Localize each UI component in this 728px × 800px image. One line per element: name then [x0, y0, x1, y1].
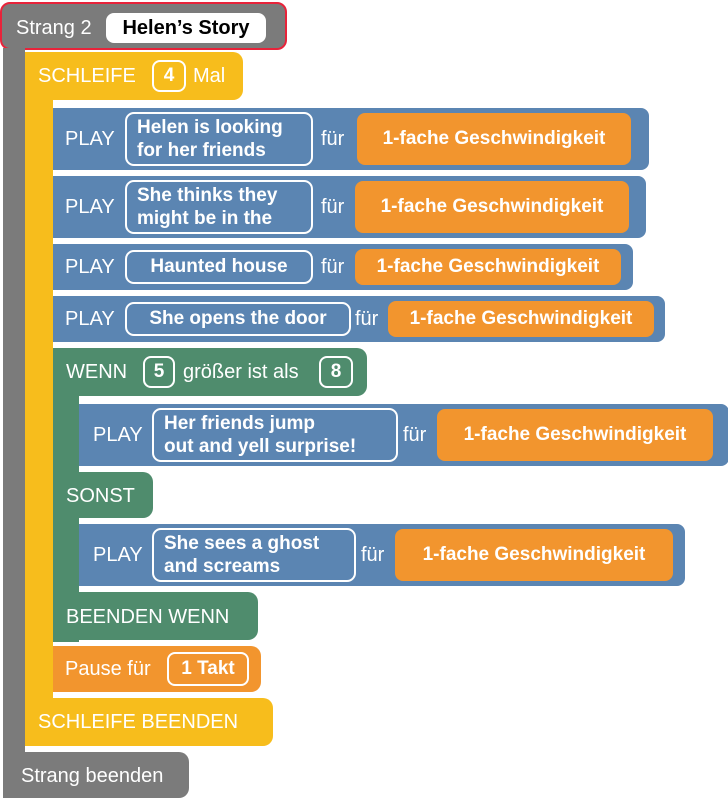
if-label: WENN: [66, 361, 128, 383]
loop-body-bar: [25, 98, 53, 702]
loop-end-label: SCHLEIFE BEENDEN: [38, 711, 239, 733]
phrase-line-1: Helen is looking: [137, 117, 283, 138]
for-label: für: [321, 196, 345, 218]
end-if-block[interactable]: BEENDEN WENN: [53, 592, 258, 640]
for-label: für: [361, 544, 385, 566]
play-label: PLAY: [93, 424, 143, 446]
strand-body-bar: [3, 48, 25, 756]
loop-end-block[interactable]: SCHLEIFE BEENDEN: [25, 698, 273, 746]
if-right-value-field[interactable]: 8: [319, 356, 353, 388]
if-left-value-field[interactable]: 5: [143, 356, 175, 388]
play-block[interactable]: PLAY She opens the door für 1-fache Gesc…: [53, 296, 665, 342]
speed-dropdown[interactable]: 1-fache Geschwindigkeit: [388, 301, 654, 337]
play-block[interactable]: PLAY Haunted house für 1-fache Geschwind…: [53, 244, 633, 290]
loop-block[interactable]: SCHLEIFE 4 Mal: [25, 52, 243, 100]
loop-label: SCHLEIFE: [38, 65, 136, 87]
speed-dropdown[interactable]: 1-fache Geschwindigkeit: [395, 529, 673, 581]
strand-name-field[interactable]: Helen’s Story: [106, 13, 266, 43]
loop-unit-label: Mal: [193, 65, 226, 87]
phrase-line-2: and screams: [164, 556, 281, 577]
speed-dropdown[interactable]: 1-fache Geschwindigkeit: [437, 409, 713, 461]
phrase-line-2: out and yell surprise!: [164, 436, 357, 457]
pause-duration-field[interactable]: 1 Takt: [167, 652, 249, 686]
speed-dropdown[interactable]: 1-fache Geschwindigkeit: [355, 181, 629, 233]
phrase-line-1: She sees a ghost: [164, 533, 320, 554]
pause-label: Pause für: [65, 658, 151, 680]
strand-header-block[interactable]: Strang 2 Helen’s Story: [0, 2, 287, 50]
play-label: PLAY: [65, 256, 115, 278]
for-label: für: [321, 256, 345, 278]
phrase-line-1: Her friends jump: [164, 413, 315, 434]
end-if-label: BEENDEN WENN: [66, 606, 230, 628]
for-label: für: [321, 128, 345, 150]
speed-dropdown[interactable]: 1-fache Geschwindigkeit: [355, 249, 621, 285]
speed-dropdown[interactable]: 1-fache Geschwindigkeit: [357, 113, 631, 165]
pause-block[interactable]: Pause für 1 Takt: [53, 646, 261, 692]
play-label: PLAY: [65, 308, 115, 330]
strand-label: Strang 2: [16, 17, 92, 39]
strand-end-block[interactable]: Strang beenden: [3, 752, 189, 798]
if-block[interactable]: WENN 5 größer ist als 8: [53, 348, 367, 396]
if-operator-dropdown[interactable]: größer ist als: [183, 361, 299, 383]
loop-count-field[interactable]: 4: [152, 60, 186, 92]
play-label: PLAY: [65, 128, 115, 150]
phrase-line-1: She thinks they: [137, 185, 278, 206]
phrase-line-2: might be in the: [137, 208, 273, 229]
phrase-text-field[interactable]: She opens the door: [125, 302, 351, 336]
for-label: für: [355, 308, 379, 330]
for-label: für: [403, 424, 427, 446]
play-label: PLAY: [65, 196, 115, 218]
strand-end-label: Strang beenden: [21, 765, 164, 787]
phrase-text-field[interactable]: Haunted house: [125, 250, 313, 284]
phrase-line-2: for her friends: [137, 140, 266, 161]
else-block[interactable]: SONST: [53, 472, 153, 518]
play-label: PLAY: [93, 544, 143, 566]
else-label: SONST: [66, 485, 135, 507]
